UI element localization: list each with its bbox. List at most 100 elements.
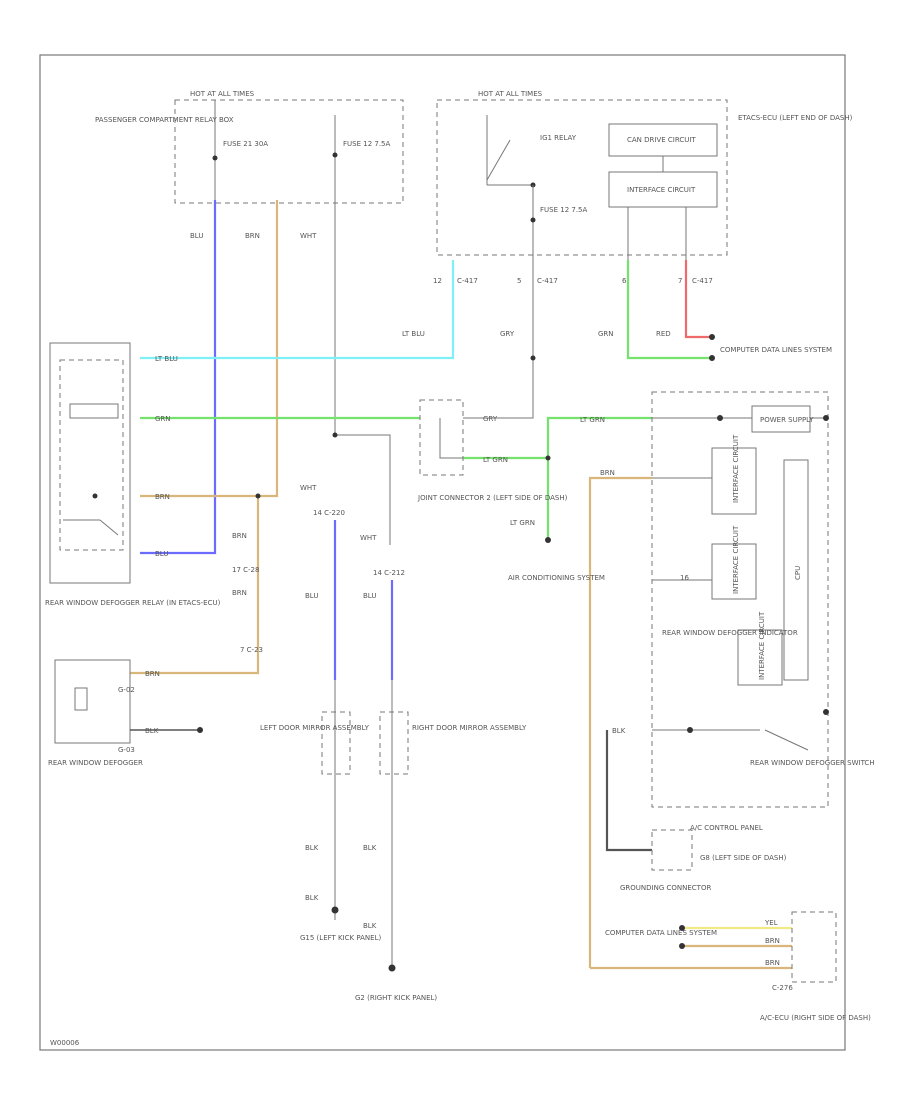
power-supply-dot	[717, 415, 723, 421]
wire-lt-grn-top	[546, 416, 652, 540]
wire-gry-etacs	[463, 265, 534, 419]
computer-data-lines-2-label: COMPUTER DATA LINES SYSTEM	[605, 929, 717, 937]
g15-ground-dot	[331, 906, 339, 914]
c276-label: C-276	[772, 984, 793, 992]
wire-lt-blu	[140, 260, 455, 360]
grn-label-1: GRN	[598, 330, 614, 338]
blk-dot-defogger	[197, 727, 203, 733]
rear-defogger-relay-outline	[49, 342, 131, 584]
fuse-b-label: FUSE 12 7.5A	[343, 140, 391, 148]
left-mirror-label: LEFT DOOR MIRROR ASSEMBLY	[260, 724, 370, 732]
brn-label-3: BRN	[232, 532, 247, 540]
blk-label-6: BLK	[612, 727, 626, 735]
brn-label-8: BRN	[765, 959, 780, 967]
can-drive-label: CAN DRIVE CIRCUIT	[627, 136, 696, 144]
switch-blade	[764, 729, 809, 751]
blk-label-3: BLK	[363, 844, 377, 852]
fuse-c-dot	[530, 217, 536, 223]
ig1-relay-label: IG1 RELAY	[540, 134, 577, 142]
rear-defogger-element	[74, 687, 88, 711]
blu-label-3: BLU	[305, 592, 318, 600]
interface-2-label: INTERFACE CIRCUIT	[732, 434, 740, 503]
wire-blk-ground	[605, 730, 652, 852]
left-mirror-box	[321, 711, 351, 775]
rear-defogger-switch-label: REAR WINDOW DEFOGGER SWITCH	[750, 759, 875, 767]
grn-label-2: GRN	[155, 415, 171, 423]
rear-defogger-indicator-label: REAR WINDOW DEFOGGER INDICATOR	[662, 629, 798, 637]
pin-5: 5	[517, 277, 521, 285]
relay-switch-pivot	[99, 519, 119, 536]
ac-ecu-label: A/C-ECU (RIGHT SIDE OF DASH)	[760, 1014, 871, 1022]
g8-label: G8 (LEFT SIDE OF DASH)	[700, 854, 787, 862]
wht-junction	[332, 432, 338, 438]
interface-2-box	[711, 447, 757, 515]
relay-coil	[69, 403, 119, 419]
red-label-1: RED	[656, 330, 671, 338]
blu-label-1: BLU	[190, 232, 203, 240]
c212-label: 14 C-212	[373, 569, 405, 577]
wht-label-1: WHT	[300, 232, 317, 240]
wire-wht-branch	[335, 434, 391, 545]
lt-grn-label-2: LT GRN	[510, 519, 535, 527]
c28-label: 17 C-28	[232, 566, 259, 574]
brn-label-1: BRN	[245, 232, 260, 240]
g2-ground-dot	[388, 964, 396, 972]
lt-grn-label-1: LT GRN	[483, 456, 508, 464]
pin-c417-b: C-417	[537, 277, 558, 285]
wire-grn-etacs	[626, 260, 712, 360]
brn-label-2: BRN	[155, 493, 170, 501]
blk-label-1: BLK	[145, 727, 159, 735]
blu-label-4: BLU	[363, 592, 376, 600]
right-mirror-label: RIGHT DOOR MIRROR ASSEMBLY	[412, 724, 527, 732]
interface-box	[608, 171, 718, 208]
pin-12: 12	[433, 277, 442, 285]
brn-label-5: BRN	[600, 469, 615, 477]
joint-connector-label: JOINT CONNECTOR 2 (LEFT SIDE OF DASH)	[417, 494, 568, 502]
interface-3-label: INTERFACE CIRCUIT	[732, 525, 740, 594]
fuse-a-label: FUSE 21 30A	[223, 140, 268, 148]
gry-label-1: GRY	[500, 330, 515, 338]
yel-dot	[679, 925, 685, 931]
interface-label: INTERFACE CIRCUIT	[627, 186, 696, 194]
lt-blu-label-2: LT BLU	[155, 355, 178, 363]
interface-4-box	[737, 629, 783, 686]
pin-16: 16	[680, 574, 689, 582]
blk-label-5: BLK	[363, 922, 377, 930]
rear-window-defogger-label: REAR WINDOW DEFOGGER	[48, 759, 143, 767]
power-supply-end	[823, 415, 829, 421]
fuse-c-label: FUSE 12 7.5A	[540, 206, 588, 214]
pin-6: 6	[622, 277, 627, 285]
gry-dot	[530, 355, 536, 361]
etacs-ecu-outline	[436, 99, 728, 256]
grounding-connector-label: GROUNDING CONNECTOR	[620, 884, 711, 892]
ig1-relay-switch	[486, 139, 511, 181]
pin-c417-a: C-417	[457, 277, 478, 285]
yel-label: YEL	[764, 919, 778, 927]
hot-at-all-times-2-label: HOT AT ALL TIMES	[478, 90, 543, 98]
etacs-label: ETACS-ECU (LEFT END OF DASH)	[738, 114, 853, 122]
blk-label-4: BLK	[305, 894, 319, 902]
relay-dot	[92, 493, 98, 499]
rear-defogger-relay-label: REAR WINDOW DEFOGGER RELAY (IN ETACS-ECU…	[45, 599, 221, 607]
diagram-id-label: W00006	[50, 1039, 80, 1047]
blk-label-2: BLK	[305, 844, 319, 852]
wht-label-3: WHT	[360, 534, 377, 542]
passenger-relay-box-outline	[174, 99, 404, 204]
cpu-box	[783, 459, 809, 681]
joint-internal	[439, 418, 463, 459]
grounding-connector-box	[651, 829, 693, 871]
rear-defogger-relay-inner	[59, 359, 124, 551]
lt-grn-dot-1	[545, 455, 551, 461]
brn-label-6: BRN	[145, 670, 160, 678]
fuse-b-dot	[332, 152, 338, 158]
lt-grn-dot-2	[545, 537, 551, 543]
brn-label-7: BRN	[765, 937, 780, 945]
lt-blu-label-1: LT BLU	[402, 330, 425, 338]
hot-at-all-times-1-label: HOT AT ALL TIMES	[190, 90, 255, 98]
blu-label-2: BLU	[155, 550, 168, 558]
wire-brn-cpu	[588, 476, 652, 968]
wire-red-etacs	[684, 260, 712, 339]
passenger-relay-box-label: PASSENGER COMPARTMENT RELAY BOX	[95, 116, 234, 124]
g2-label: G2 (RIGHT KICK PANEL)	[355, 994, 437, 1002]
